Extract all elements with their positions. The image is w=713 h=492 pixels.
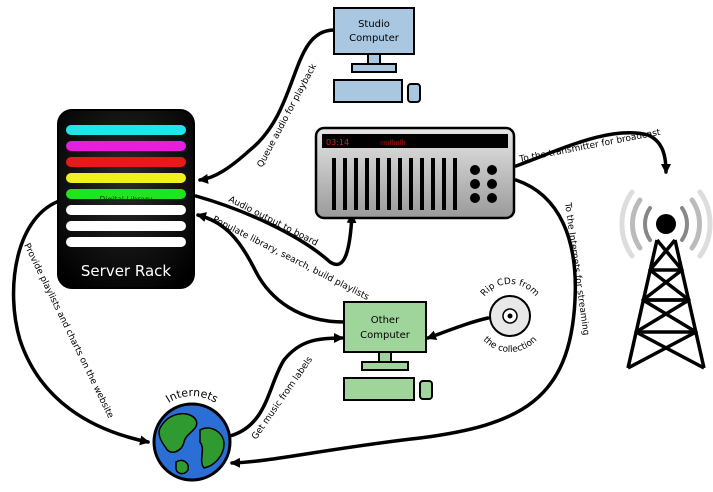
internets-globe: Internets <box>152 386 232 482</box>
edge-populate-library <box>196 212 346 324</box>
label-audio-output: Audio output to board <box>227 195 320 249</box>
studio-computer-stand <box>351 63 397 73</box>
other-computer-mouse <box>419 380 433 400</box>
internets-label: Internets <box>163 386 220 406</box>
fader-icon <box>442 158 446 210</box>
server-rack-stripe <box>66 189 186 199</box>
server-rack-library-label: Digital Library <box>100 195 153 204</box>
server-rack-stripe <box>66 141 186 151</box>
server-rack-label: Server Rack <box>81 262 171 280</box>
fader-icon <box>365 158 369 210</box>
edge-audio-output <box>194 194 357 266</box>
fader-icon <box>398 158 402 210</box>
edge-get-music <box>228 333 344 438</box>
other-computer-neck <box>378 351 392 363</box>
label-queue-audio: Queue audio for playback <box>256 62 320 170</box>
fader-icon <box>431 158 435 210</box>
label-to-transmitter: To the transmitter for broadcast <box>518 128 662 165</box>
globe-continents <box>158 413 225 475</box>
studio-computer-label-1: Studio <box>358 19 390 30</box>
mixing-board-time: 03:14 <box>326 138 349 147</box>
server-rack-stripe <box>66 221 186 231</box>
edge-queue-audio <box>198 28 336 184</box>
fader-icon <box>332 158 336 210</box>
studio-computer-mouse <box>407 83 421 103</box>
fader-icon <box>420 158 424 210</box>
label-to-internets-streaming: To the Internets for streaming <box>562 201 591 336</box>
cd-disc: Rip CDs from the collection <box>479 277 541 355</box>
tower-lattice-icon <box>626 238 706 370</box>
mixing-board-meter: ıııııllıııllı <box>380 139 405 147</box>
server-rack-stripe <box>66 173 186 183</box>
other-computer-stand <box>361 361 409 371</box>
studio-computer: Studio Computer <box>333 7 421 103</box>
fader-icon <box>387 158 391 210</box>
server-rack-stripe <box>66 237 186 247</box>
other-computer: Other Computer <box>343 301 433 401</box>
fader-icon <box>343 158 347 210</box>
edge-to-transmitter <box>514 130 671 174</box>
edge-provide-playlists <box>11 198 150 446</box>
studio-computer-label-2: Computer <box>349 33 400 44</box>
server-rack-stripe <box>66 205 186 215</box>
server-rack-stripe <box>66 157 186 167</box>
studio-computer-monitor <box>333 7 415 55</box>
mixing-board-faders <box>332 158 457 210</box>
fader-icon <box>376 158 380 210</box>
other-computer-label-1: Other <box>371 315 400 326</box>
fader-icon <box>453 158 457 210</box>
other-computer-monitor <box>343 301 427 353</box>
edge-to-internets-streaming <box>230 178 578 468</box>
label-get-music: Get music from labels <box>250 355 315 442</box>
cd-label-bottom: the collection <box>481 335 539 355</box>
other-computer-label-2: Computer <box>360 330 411 341</box>
mixing-board-knobs <box>470 165 497 203</box>
fader-icon <box>354 158 358 210</box>
other-computer-keyboard <box>343 377 415 401</box>
tower-beacon <box>656 214 676 234</box>
radio-waves-icon <box>619 189 713 259</box>
connections <box>11 28 671 468</box>
mixing-board: 03:14 ıııııllıııllı <box>314 126 516 220</box>
server-rack: Digital Library Server Rack <box>57 109 195 289</box>
server-rack-stripes <box>66 125 186 247</box>
transmitter-tower <box>619 189 713 370</box>
mixing-board-display <box>322 134 508 148</box>
fader-icon <box>409 158 413 210</box>
studio-computer-neck <box>367 53 381 65</box>
studio-computer-keyboard <box>333 79 403 103</box>
server-rack-stripe <box>66 125 186 135</box>
edge-rip-cds <box>426 316 490 340</box>
